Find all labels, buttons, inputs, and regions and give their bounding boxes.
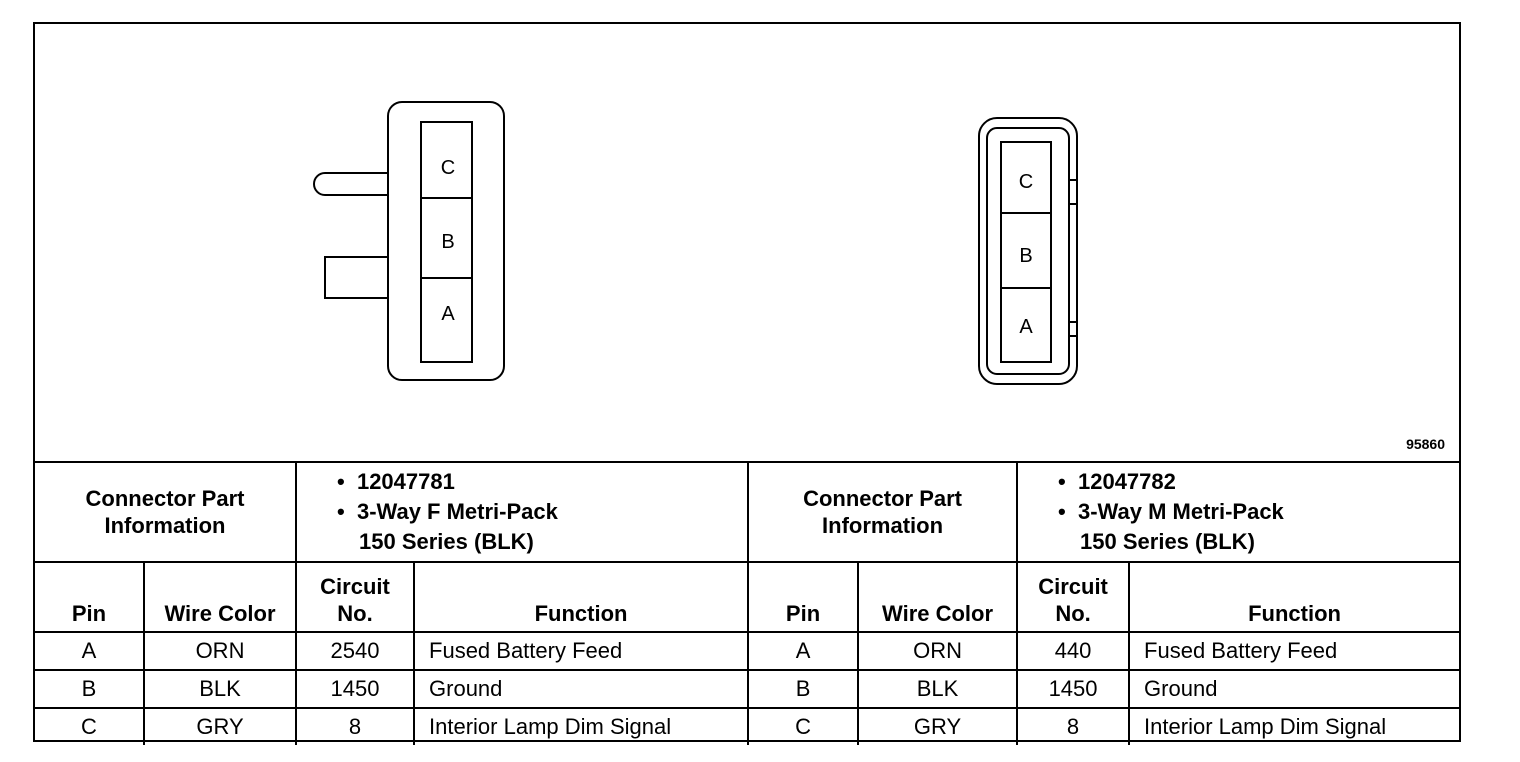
part-number: 12047781 [356, 469, 455, 494]
male-pin-label-c: C [1019, 171, 1033, 193]
wire-color-cell: ORN [142, 631, 298, 671]
header-function-left: Function [413, 561, 750, 633]
connector-info-label-right: Connector Part Information [747, 461, 1019, 563]
male-pin-label-a: A [1019, 316, 1033, 338]
male-connector-outer-shell [978, 117, 1078, 385]
female-key-block [324, 256, 389, 299]
connector-series: 150 Series (BLK) [1080, 529, 1255, 554]
pin-cell: B [35, 669, 145, 709]
circuit-cell: 1450 [1016, 669, 1131, 709]
female-pin-label-c: C [441, 157, 455, 179]
function-cell: Fused Battery Feed [413, 631, 750, 671]
pin-cell: C [747, 707, 860, 745]
header-pin-left: Pin [35, 561, 145, 633]
connector-drawing-area: C B A C B A 95860 [35, 24, 1459, 461]
header-circuit-line1: Circuit [320, 574, 390, 599]
function-cell: Ground [413, 669, 750, 709]
circuit-cell: 1450 [295, 669, 416, 709]
wire-color-cell: BLK [857, 669, 1019, 709]
connector-info-row: Connector Part Information • 12047781 • … [35, 461, 1460, 563]
connector-info-value-right: • 12047782 • 3-Way M Metri-Pack 150 Seri… [1016, 461, 1460, 563]
female-connector-drawing [313, 101, 505, 381]
circuit-cell: 440 [1016, 631, 1131, 671]
header-circuit-line2: No. [337, 601, 373, 626]
connector-description: 3-Way F Metri-Pack [356, 499, 558, 524]
pin-cell: B [747, 669, 860, 709]
table-row: C GRY 8 Interior Lamp Dim Signal C GRY 8… [35, 707, 1460, 745]
male-connector-inner-shell [986, 127, 1070, 375]
connector-info-label-text: Connector Part Information [803, 486, 962, 538]
part-number: 12047782 [1077, 469, 1176, 494]
function-cell: Ground [1128, 669, 1460, 709]
header-function-right: Function [1128, 561, 1460, 633]
connector-info-value-left: • 12047781 • 3-Way F Metri-Pack 150 Seri… [295, 461, 750, 563]
connector-series: 150 Series (BLK) [359, 529, 534, 554]
header-wire-color-left: Wire Color [142, 561, 298, 633]
pin-cell: A [35, 631, 145, 671]
header-circuit-line1: Circuit [1038, 574, 1108, 599]
wire-color-cell: BLK [142, 669, 298, 709]
bullet: • [1058, 469, 1066, 494]
male-pin-label-b: B [1019, 245, 1032, 267]
figure-id: 95860 [1406, 436, 1445, 452]
table-row: A ORN 2540 Fused Battery Feed A ORN 440 … [35, 631, 1460, 671]
female-latch-tab [313, 172, 388, 196]
wire-color-cell: GRY [142, 707, 298, 745]
bullet: • [1058, 499, 1066, 524]
wire-color-cell: ORN [857, 631, 1019, 671]
header-circuit-line2: No. [1055, 601, 1091, 626]
wire-color-cell: GRY [857, 707, 1019, 745]
male-side-rib-upper [1068, 179, 1078, 205]
connector-info-label-text: Connector Part Information [85, 486, 245, 538]
connector-diagram-frame: C B A C B A 95860 Connect [33, 22, 1461, 745]
function-cell: Interior Lamp Dim Signal [1128, 707, 1460, 745]
male-side-rib-lower [1068, 321, 1078, 337]
connector-description: 3-Way M Metri-Pack [1077, 499, 1284, 524]
female-cavity-a [420, 277, 473, 363]
connector-info-label-left: Connector Part Information [35, 461, 298, 563]
male-pin-block [1000, 141, 1052, 363]
bullet: • [337, 469, 345, 494]
pin-cell: C [35, 707, 145, 745]
pin-cell: A [747, 631, 860, 671]
circuit-cell: 8 [295, 707, 416, 745]
function-cell: Interior Lamp Dim Signal [413, 707, 750, 745]
table-row: B BLK 1450 Ground B BLK 1450 Ground [35, 669, 1460, 709]
header-pin-right: Pin [747, 561, 860, 633]
pinout-table: Connector Part Information • 12047781 • … [35, 461, 1460, 745]
connector-drawings: C B A C B A [313, 101, 1078, 385]
female-pin-label-b: B [441, 231, 454, 253]
female-pin-label-a: A [441, 303, 455, 325]
female-connector-body [387, 101, 505, 381]
function-cell: Fused Battery Feed [1128, 631, 1460, 671]
circuit-cell: 2540 [295, 631, 416, 671]
header-wire-color-right: Wire Color [857, 561, 1019, 633]
circuit-cell: 8 [1016, 707, 1131, 745]
bullet: • [337, 499, 345, 524]
male-connector-drawing [978, 117, 1078, 385]
